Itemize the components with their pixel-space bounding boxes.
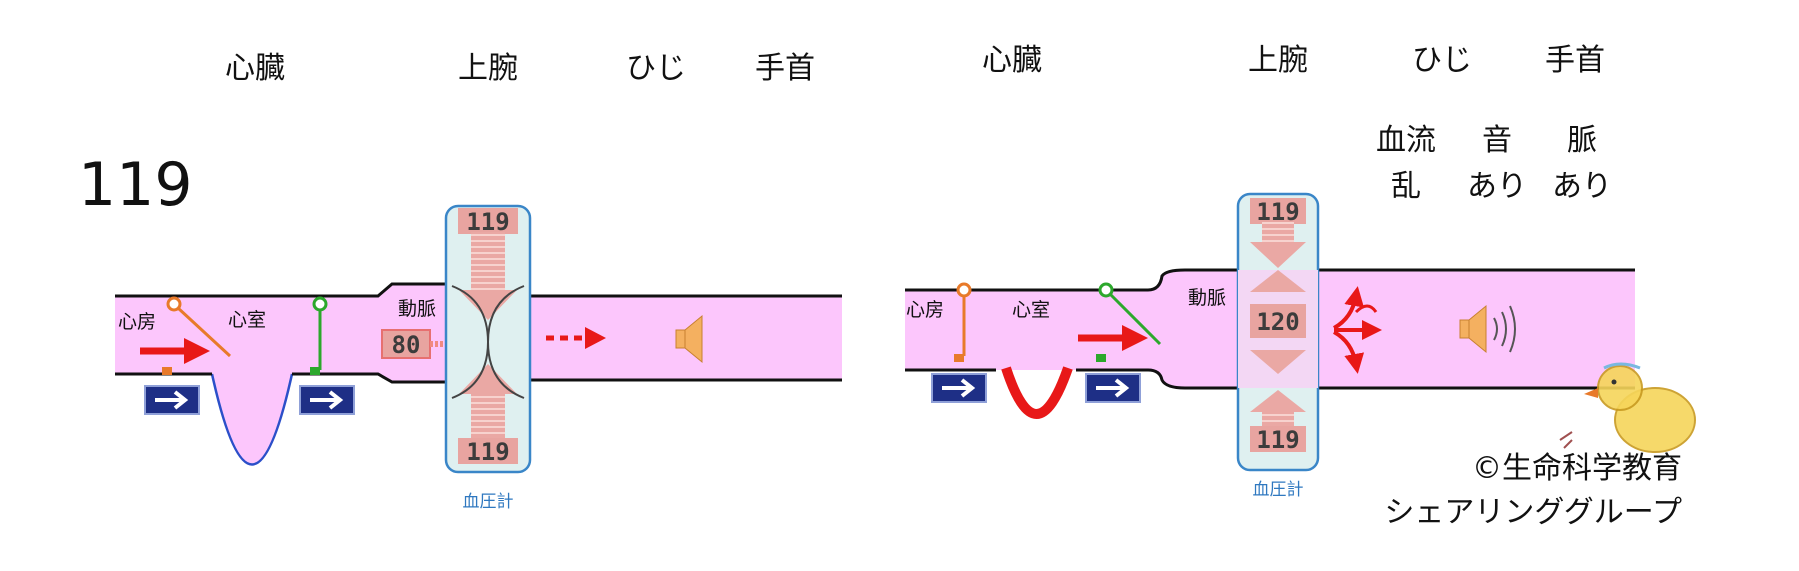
pressure-display: 119	[78, 150, 193, 220]
left-atrium-label: 心房	[118, 311, 156, 333]
left-header-upper-arm: 上腕	[458, 51, 518, 86]
left-cuff: 119 119	[444, 204, 532, 474]
left-header-elbow: ひじ	[626, 51, 686, 86]
right-arrow-icon	[942, 378, 976, 398]
right-av-valve-button[interactable]	[931, 373, 987, 403]
left-header-heart: 心臓	[225, 51, 285, 86]
turbulent-flow-icon	[1332, 286, 1382, 374]
blood-flow-label: 血流	[1376, 123, 1436, 158]
duck-icon	[1559, 362, 1696, 453]
right-cuff-middle-value: 120	[1256, 308, 1299, 336]
right-header-upper-arm: 上腕	[1248, 43, 1308, 78]
right-artery-label: 動脈	[1188, 287, 1226, 309]
right-arrow-icon	[1096, 378, 1130, 398]
left-semilunar-valve	[310, 296, 328, 375]
right-semilunar-valve	[1096, 282, 1162, 362]
left-av-valve	[162, 296, 232, 375]
valve-hinge-icon	[166, 296, 182, 312]
right-av-valve	[954, 282, 972, 362]
right-semilunar-valve-button[interactable]	[1085, 373, 1141, 403]
blood-flow-value: 乱	[1391, 169, 1421, 204]
left-gauge-label: 血圧計	[463, 492, 514, 512]
right-panel: 心臓 上腕 ひじ 手首 血流 乱 音 あり 脈 あり 心房 心室 動脈	[905, 43, 1696, 500]
right-header-heart: 心臓	[982, 43, 1042, 78]
artery-pressure-value: 80	[392, 331, 421, 359]
sound-label: 音	[1482, 123, 1512, 158]
valve-hinge-icon	[312, 296, 328, 312]
right-atrium-label: 心房	[906, 299, 944, 321]
copyright-line1: ©生命科学教育	[1472, 451, 1682, 486]
valve-hinge-icon	[1098, 282, 1114, 298]
right-speaker-icon	[1459, 304, 1516, 354]
right-cuff: 119 120 119	[1236, 192, 1320, 472]
left-header-wrist: 手首	[755, 51, 815, 86]
left-ventricle-label: 心室	[228, 309, 266, 331]
copyright-line2: シェアリンググループ	[1384, 495, 1682, 530]
right-arrow-icon	[310, 390, 344, 410]
sound-value: あり	[1467, 169, 1527, 204]
right-cuff-top-value: 119	[1256, 198, 1299, 226]
left-artery-label: 動脈	[398, 298, 436, 320]
right-flow-arrowhead	[1122, 325, 1148, 351]
left-cuff-bottom-value: 119	[466, 438, 509, 466]
right-cuff-bottom-value: 119	[1256, 426, 1299, 454]
right-ventricle-label: 心室	[1012, 299, 1050, 321]
left-speaker-icon	[675, 314, 703, 364]
left-panel: 心臓 上腕 ひじ 手首 119 心房 心室 動脈	[78, 51, 842, 512]
copyright: ©生命科学教育 シェアリンググループ	[1384, 451, 1682, 530]
pulse-label: 脈	[1567, 123, 1597, 158]
left-av-valve-button[interactable]	[144, 385, 200, 415]
right-gauge-label: 血圧計	[1253, 480, 1304, 500]
left-flow-arrowhead	[184, 338, 210, 364]
left-semilunar-valve-button[interactable]	[299, 385, 355, 415]
left-cuff-top-value: 119	[466, 208, 509, 236]
left-artery-pressure: 80	[381, 329, 470, 359]
pulse-value: あり	[1552, 169, 1612, 204]
right-header-wrist: 手首	[1545, 43, 1605, 78]
right-arrow-icon	[155, 390, 189, 410]
left-outflow-arrowhead	[585, 327, 606, 349]
right-header-elbow: ひじ	[1412, 43, 1472, 78]
status-grid: 血流 乱 音 あり 脈 あり	[1376, 123, 1612, 204]
valve-hinge-icon	[956, 282, 972, 298]
